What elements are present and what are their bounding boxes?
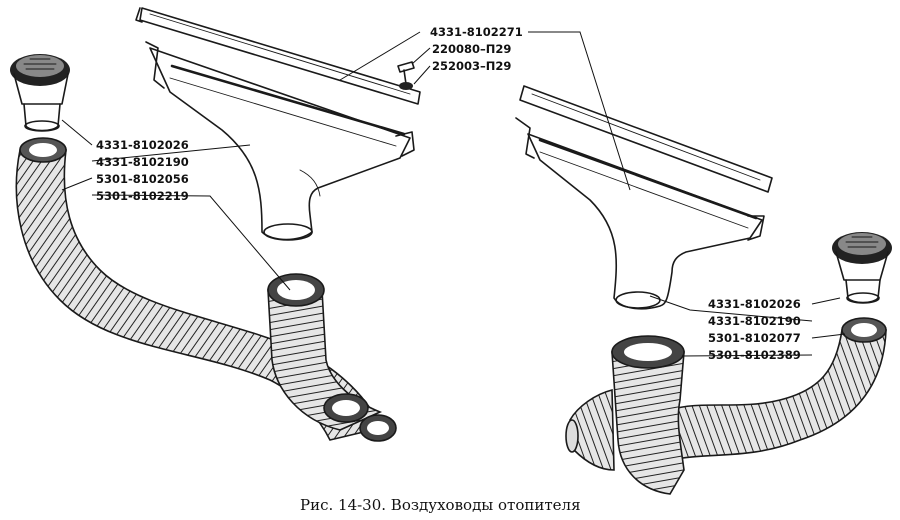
label-4331-8102026-right: 4331-8102026 — [708, 297, 801, 311]
right-nozzle — [832, 232, 892, 304]
left-nozzle — [10, 54, 70, 132]
label-5301-8102056: 5301-8102056 — [96, 172, 189, 186]
label-5301-8102219: 5301-8102219 — [96, 189, 189, 203]
right-elbow — [565, 335, 685, 495]
figure-caption: Рис. 14-30. Воздуховоды отопителя — [300, 496, 581, 514]
label-5301-8102389: 5301-8102389 — [708, 348, 801, 362]
part-labels: 4331-8102271 220080–П29 252003–П29 4331-… — [96, 25, 801, 362]
right-distributor — [515, 117, 765, 310]
label-4331-8102190-left: 4331-8102190 — [96, 155, 189, 169]
right-top-strip — [519, 85, 773, 193]
washer-252003 — [399, 82, 413, 90]
label-220080-p29: 220080–П29 — [432, 42, 511, 56]
label-4331-8102190-right: 4331-8102190 — [708, 314, 801, 328]
label-5301-8102077: 5301-8102077 — [708, 331, 801, 345]
left-top-strip — [135, 7, 421, 105]
screw-220080 — [397, 61, 415, 85]
left-elbow — [267, 273, 397, 442]
label-252003-p29: 252003–П29 — [432, 59, 511, 73]
label-4331-8102271: 4331-8102271 — [430, 25, 523, 39]
leader-lines — [61, 31, 846, 357]
label-4331-8102026-left: 4331-8102026 — [96, 138, 189, 152]
left-distributor — [145, 41, 415, 241]
